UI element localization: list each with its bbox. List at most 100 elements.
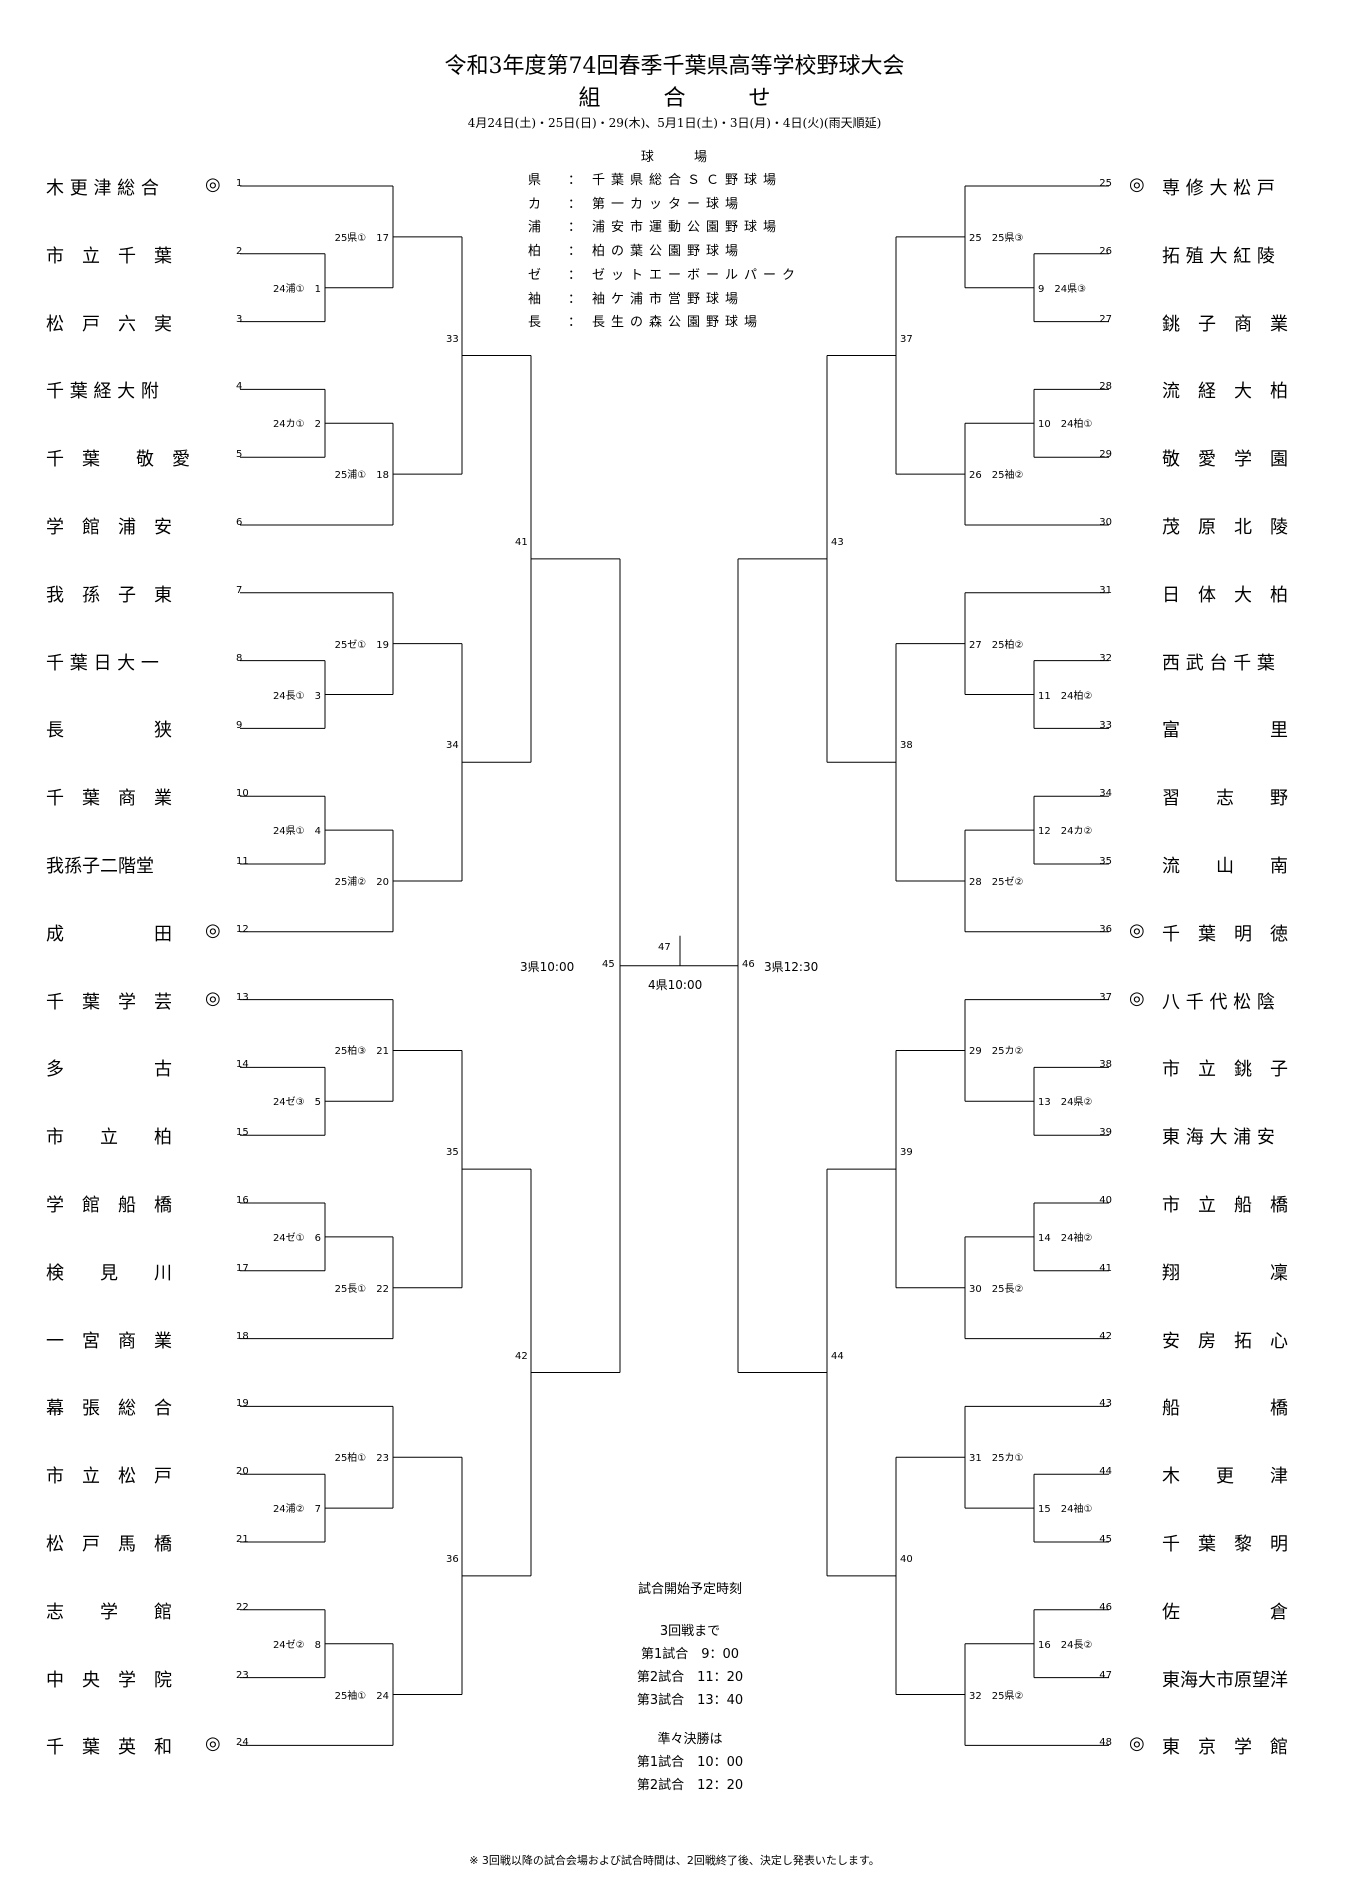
game-number: 42 [515, 1350, 528, 1362]
team-name: 我孫子二階堂 [46, 856, 154, 877]
team-name: 志 学 館 [46, 1601, 172, 1623]
game-label: 24浦① 1 [272, 283, 321, 295]
team-number: 12 [236, 923, 249, 935]
team-name: 学 館 船 橋 [46, 1195, 172, 1216]
game-label: 24長① 3 [272, 690, 321, 702]
game-number: 43 [831, 536, 844, 548]
team-number: 14 [236, 1059, 249, 1071]
game-label: 29 25カ② [969, 1046, 1024, 1058]
game-label: 31 25カ① [969, 1453, 1024, 1465]
team-number: 11 [236, 856, 249, 867]
team-number: 25 [1099, 178, 1112, 189]
venue-key: 県 [528, 173, 542, 188]
team-name: 長 狭 [46, 720, 172, 742]
team-number: 44 [1099, 1466, 1112, 1478]
semifinal-left-time: 3県10:00 [520, 959, 575, 974]
venue-row: 長：長生の森公園野球場 [528, 311, 838, 335]
venue-key: ゼ [528, 267, 542, 283]
team-number: 47 [1099, 1669, 1112, 1681]
team-name: 茂 原 北 陵 [1162, 517, 1288, 538]
venue-name: 袖ケ浦市営野球場 [592, 291, 745, 307]
team-name: 木 更 津 [1162, 1466, 1288, 1488]
seed-mark: ◎ [205, 174, 221, 195]
game-number: 44 [831, 1350, 844, 1362]
game-number: 37 [900, 333, 913, 345]
team-number: 15 [236, 1127, 249, 1139]
team-name: 市 立 柏 [46, 1127, 172, 1149]
team-name: 富 里 [1162, 720, 1288, 742]
team-name: 翔 凜 [1162, 1262, 1288, 1284]
team-number: 28 [1099, 381, 1112, 393]
team-number: 8 [236, 652, 243, 664]
venue-colon: ： [568, 291, 582, 307]
venue-row: 県：千葉県総合ＳＣ野球場 [528, 169, 838, 193]
game-label: 12 24カ② [1038, 826, 1093, 838]
game-label: 14 24袖② [1038, 1232, 1093, 1244]
team-name: 成 田 [46, 923, 172, 945]
venue-colon: ： [568, 220, 582, 236]
game-label: 24ゼ② 8 [272, 1639, 321, 1651]
team-number: 46 [1099, 1601, 1112, 1613]
team-name: 西 武 台 千 葉 [1162, 652, 1275, 674]
team-name: 八 千 代 松 陰 [1162, 991, 1275, 1013]
schedule-sub-1: 3回戦まで [659, 1624, 721, 1639]
team-name: 松 戸 馬 橋 [46, 1534, 172, 1555]
team-number: 10 [236, 788, 249, 800]
venue-row: ゼ：ゼットエーボールパーク [528, 264, 838, 288]
team-name: 市 立 松 戸 [46, 1466, 172, 1488]
team-name: 習 志 野 [1162, 788, 1288, 810]
semifinal-left-number: 45 [602, 958, 615, 970]
team-number: 2 [236, 245, 243, 257]
team-number: 35 [1099, 856, 1112, 867]
semifinal-right-number: 46 [742, 958, 755, 970]
venue-colon: ： [568, 173, 582, 188]
team-name: 東 京 学 館 [1162, 1737, 1288, 1759]
schedule-row: 第1試合 9：00 [640, 1647, 740, 1662]
team-number: 29 [1099, 449, 1112, 461]
team-name: 佐 倉 [1162, 1601, 1288, 1623]
team-name: 市 立 千 葉 [46, 245, 172, 267]
team-number: 27 [1099, 313, 1112, 325]
team-number: 19 [236, 1398, 249, 1410]
game-number: 36 [446, 1553, 459, 1565]
venue-row: カ：第一カッター球場 [528, 193, 838, 217]
venue-colon: ： [568, 315, 582, 331]
venue-heading: 球 場 [640, 150, 726, 165]
document-subtitle: 組 合 せ [578, 86, 799, 111]
team-name: 東 海 大 浦 安 [1162, 1127, 1275, 1149]
team-number: 31 [1099, 584, 1112, 596]
team-number: 7 [236, 584, 243, 596]
venue-key: 袖 [528, 291, 542, 307]
venue-name: 第一カッター球場 [592, 196, 745, 212]
team-name: 船 橋 [1162, 1398, 1288, 1420]
seed-mark: ◎ [1129, 1733, 1145, 1755]
schedule-heading: 試合開始予定時刻 [637, 1582, 742, 1597]
date-range: 4月24日(土)・25日(日)・29(木)、5月1日(土)・3日(月)・4日(火… [467, 116, 882, 130]
venue-name: ゼットエーボールパーク [592, 267, 802, 283]
team-name: 検 見 川 [46, 1262, 172, 1284]
team-number: 32 [1099, 652, 1112, 664]
team-number: 6 [236, 517, 243, 528]
team-name: 松 戸 六 実 [46, 313, 172, 335]
team-number: 24 [236, 1737, 249, 1749]
team-number: 39 [1099, 1127, 1112, 1139]
venue-key: 柏 [528, 244, 542, 260]
footnote: ※ 3回戦以降の試合会場および試合時間は、2回戦終了後、決定し発表いたします。 [469, 1854, 880, 1867]
seed-mark: ◎ [205, 919, 221, 941]
team-number: 3 [236, 313, 243, 325]
venue-name: 長生の森公園野球場 [592, 315, 764, 331]
team-number: 22 [236, 1601, 249, 1613]
team-name: 市 立 銚 子 [1162, 1059, 1288, 1081]
game-label: 15 24袖① [1038, 1504, 1093, 1516]
seed-mark: ◎ [205, 987, 221, 1009]
team-name: 千 葉 敬 愛 [46, 449, 190, 471]
team-name: 学 館 浦 安 [46, 517, 172, 538]
schedule-sub-2: 準々決勝は [657, 1732, 723, 1747]
game-label: 24ゼ① 6 [272, 1232, 321, 1244]
team-number: 13 [236, 991, 249, 1003]
team-name: 千 葉 経 大 附 [46, 381, 159, 403]
game-label: 30 25長② [969, 1283, 1024, 1295]
team-number: 33 [1099, 720, 1112, 732]
game-number: 33 [446, 333, 459, 345]
